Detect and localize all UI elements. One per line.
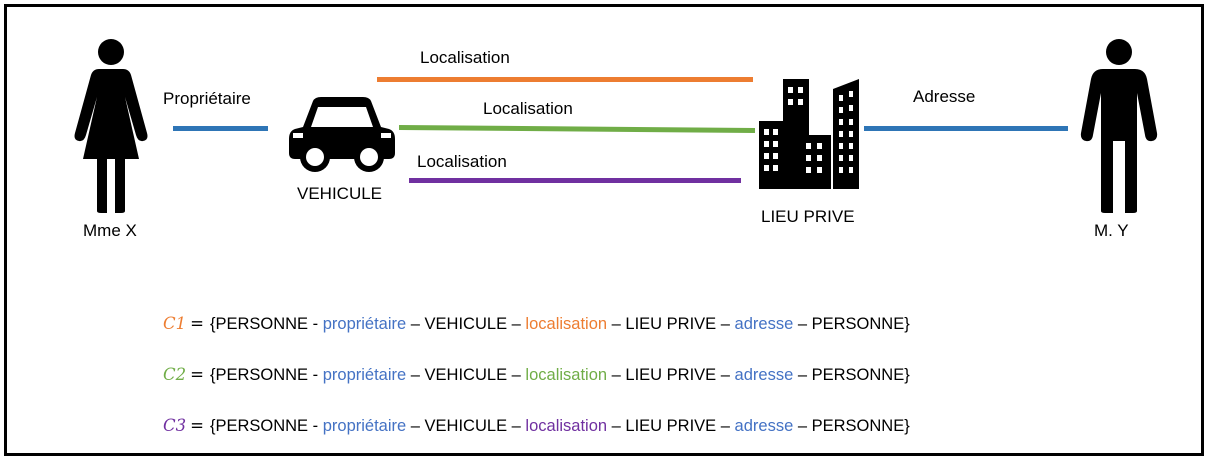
localisation-label-3: Localisation — [417, 152, 507, 171]
relation-proprietaire: propriétaire — [322, 315, 407, 333]
proprietaire-label: Propriétaire — [163, 89, 251, 108]
man-icon — [1080, 39, 1158, 213]
formula-c2: C2= {PERSONNE - propriétaire – VEHICULE –… — [163, 364, 910, 386]
formula-text: {PERSONNE - — [209, 366, 323, 384]
formula-text: {PERSONNE - — [209, 417, 323, 435]
place-label: LIEU PRIVE — [761, 207, 855, 226]
localisation-line-green — [399, 125, 755, 133]
localisation-label-2: Localisation — [483, 99, 573, 118]
formula-text: – LIEU PRIVE – — [607, 366, 735, 384]
relation-proprietaire: propriétaire — [322, 366, 407, 384]
formula-name: C3 — [163, 416, 187, 435]
equals-sign: = — [190, 314, 204, 333]
relation-adresse: adresse — [734, 315, 794, 333]
formula-c1: C1= {PERSONNE - propriétaire – VEHICULE –… — [163, 313, 910, 335]
woman-icon — [74, 39, 148, 213]
woman-label: Mme X — [83, 221, 137, 240]
car-icon — [289, 97, 395, 172]
localisation-label-1: Localisation — [420, 48, 510, 67]
formula-text: – PERSONNE} — [793, 366, 910, 384]
localisation-line-orange — [377, 77, 753, 82]
formula-text: – LIEU PRIVE – — [607, 315, 735, 333]
formula-c3: C3= {PERSONNE - propriétaire – VEHICULE –… — [163, 415, 910, 437]
formula-text: – VEHICULE – — [406, 366, 526, 384]
relation-localisation: localisation — [525, 366, 608, 384]
formula-text: – LIEU PRIVE – — [607, 417, 735, 435]
formula-text: – PERSONNE} — [793, 315, 910, 333]
equals-sign: = — [190, 416, 204, 435]
relation-proprietaire: propriétaire — [322, 417, 407, 435]
relation-adresse: adresse — [734, 417, 794, 435]
formula-text: – VEHICULE – — [406, 417, 526, 435]
formula-text: {PERSONNE - — [209, 315, 323, 333]
diagram-frame: Mme X Propriétaire VEHICULE Localisation… — [4, 4, 1204, 456]
relation-localisation: localisation — [525, 315, 608, 333]
formula-name: C2 — [163, 365, 187, 384]
adresse-line — [864, 126, 1068, 131]
equals-sign: = — [190, 365, 204, 384]
adresse-label: Adresse — [913, 87, 976, 106]
proprietaire-line — [173, 126, 268, 131]
formula-name: C1 — [163, 314, 187, 333]
localisation-line-purple — [409, 178, 741, 183]
buildings-icon — [759, 79, 859, 189]
relation-adresse: adresse — [734, 366, 794, 384]
formula-text: – PERSONNE} — [793, 417, 910, 435]
relation-localisation: localisation — [525, 417, 608, 435]
formula-text: – VEHICULE – — [406, 315, 526, 333]
vehicle-label: VEHICULE — [297, 184, 383, 203]
man-label: M. Y — [1094, 221, 1129, 240]
